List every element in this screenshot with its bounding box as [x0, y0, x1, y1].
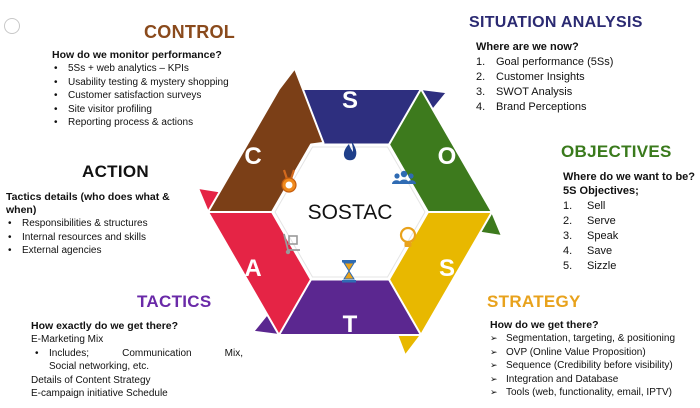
list-item: 4.Save — [563, 245, 613, 257]
flame-icon — [343, 139, 357, 161]
tactics-line-schedule: E-campaign initiative Schedule — [31, 388, 168, 399]
center-label: SOSTAC — [308, 201, 393, 224]
objectives-section: Where do we want to be? 5S Objectives; 1… — [563, 170, 697, 274]
segment-letter: S — [342, 87, 358, 114]
list-item: Reporting process & actions — [52, 116, 242, 130]
segment-letter: C — [244, 143, 261, 170]
situation-section: Where are we now? 1.Goal performance (5S… — [476, 40, 686, 115]
list-item: Usability testing & mystery shopping — [52, 76, 242, 90]
tactics-title: TACTICS — [137, 292, 212, 311]
action-list: Responsibilities & structures Internal r… — [6, 217, 206, 258]
list-item: Customer satisfaction surveys — [52, 89, 242, 103]
strategy-list: Segmentation, targeting, & positioning O… — [490, 332, 695, 400]
list-item: Sequence (Credibility before visibility) — [490, 359, 695, 373]
tactics-line-marketing-mix: E-Marketing Mix — [31, 334, 104, 345]
list-item: 1.Goal performance (5Ss) — [476, 56, 614, 68]
handtruck-icon — [283, 233, 300, 255]
list-item: Segmentation, targeting, & positioning — [490, 332, 695, 346]
strategy-title: STRATEGY — [487, 292, 581, 311]
action-title: ACTION — [82, 162, 149, 181]
corner-logo-icon — [4, 18, 20, 34]
list-item: Integration and Database — [490, 373, 695, 387]
list-item: External agencies — [6, 244, 206, 258]
objectives-list: 1.Sell 2.Serve 3.Speak 4.Save 5.Sizzle — [563, 199, 697, 274]
tactics-section: How exactly do we get there? E-Marketing… — [31, 320, 243, 401]
people-icon — [392, 170, 416, 184]
list-item: Tools (web, functionality, email, IPTV) — [490, 386, 695, 400]
list-item: 2.Serve — [563, 215, 616, 227]
strategy-section: How do we get there? Segmentation, targe… — [490, 319, 695, 400]
situation-question: Where are we now? — [476, 41, 579, 53]
list-item: Internal resources and skills — [6, 231, 206, 245]
action-section: Tactics details (who does what &when) Re… — [6, 191, 206, 258]
hourglass-icon — [342, 260, 356, 283]
segment-letter: A — [244, 255, 261, 282]
action-question: Tactics details (who does what &when) — [6, 191, 170, 216]
center-hexagon — [274, 146, 426, 278]
list-item: 2.Customer Insights — [476, 71, 585, 83]
objectives-title: OBJECTIVES — [561, 142, 672, 161]
medal-icon — [281, 169, 297, 193]
situation-list: 1.Goal performance (5Ss) 2.Customer Insi… — [476, 55, 686, 115]
objectives-question: Where do we want to be? — [563, 171, 696, 183]
situation-title: SITUATION ANALYSIS — [469, 14, 643, 31]
list-item: 5.Sizzle — [563, 260, 617, 272]
list-item: 3.SWOT Analysis — [476, 86, 573, 98]
control-section: How do we monitor performance? 5Ss + web… — [52, 49, 242, 130]
segment-letter: O — [438, 143, 457, 170]
strategy-question: How do we get there? — [490, 319, 599, 331]
list-item: 4.Brand Perceptions — [476, 101, 587, 113]
objectives-subheading: 5S Objectives; — [563, 185, 639, 197]
segment-letter: S — [439, 255, 455, 282]
tactics-line-content: Details of Content Strategy — [31, 374, 151, 386]
lightbulb-icon — [399, 226, 417, 247]
list-item: 1.Sell — [563, 200, 606, 212]
list-item: Site visitor profiling — [52, 103, 242, 117]
list-item: 3.Speak — [563, 230, 619, 242]
control-question: How do we monitor performance? — [52, 49, 222, 61]
segment-control — [207, 67, 325, 213]
segment-letter: T — [343, 311, 358, 338]
tactics-question: How exactly do we get there? — [31, 320, 179, 332]
control-title: CONTROL — [144, 22, 236, 42]
list-item: OVP (Online Value Proposition) — [490, 346, 695, 360]
list-item: Responsibilities & structures — [6, 217, 206, 231]
control-list: 5Ss + web analytics – KPIs Usability tes… — [52, 62, 242, 130]
list-item: 5Ss + web analytics – KPIs — [52, 62, 242, 76]
